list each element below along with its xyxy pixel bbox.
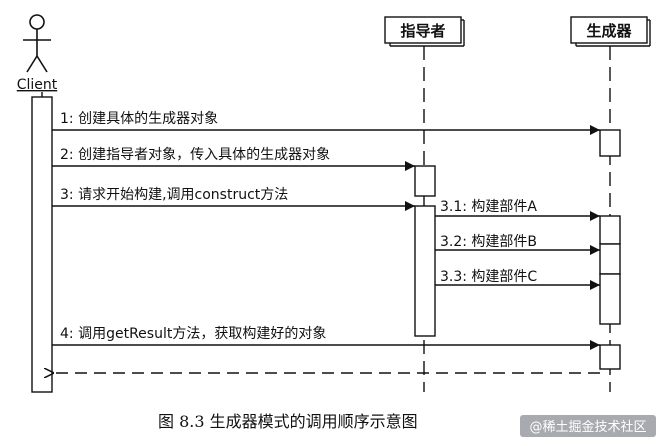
director-activation-long [414,205,436,337]
director-label: 指导者 [400,22,445,40]
message-3-1-label: 3.1: 构建部件A [440,199,537,215]
builder-activation-5 [599,344,621,370]
builder-activation-4 [599,273,621,325]
figure-caption: 图 8.3 生成器模式的调用顺序示意图 [158,412,418,431]
message-3-3-label: 3.3: 构建部件C [440,269,537,285]
watermark-text: @稀土掘金技术社区 [529,419,646,435]
builder-label: 生成器 [586,22,632,40]
director-participant: 指导者 [384,16,465,47]
message-3-label: 3: 请求开始构建,调用construct方法 [60,187,288,203]
builder-participant: 生成器 [570,16,651,47]
message-3-2-label: 3.2: 构建部件B [440,234,537,250]
builder-activation-3 [599,243,621,275]
director-header-box [384,16,462,44]
builder-activation-2 [599,215,621,245]
builder-activation-1 [599,129,621,157]
client-actor-label: Client [17,77,58,93]
stick-figure-icon [23,14,51,73]
director-activation-short [414,165,436,197]
message-4-label: 4: 调用getResult方法，获取构建好的对象 [60,326,326,342]
client-activation-bar [31,96,53,393]
watermark-background [520,415,656,437]
client-actor: Client [17,14,58,93]
message-1-label: 1: 创建具体的生成器对象 [60,111,218,127]
builder-header-box [570,16,648,44]
message-2-label: 2: 创建指导者对象，传入具体的生成器对象 [60,147,330,163]
